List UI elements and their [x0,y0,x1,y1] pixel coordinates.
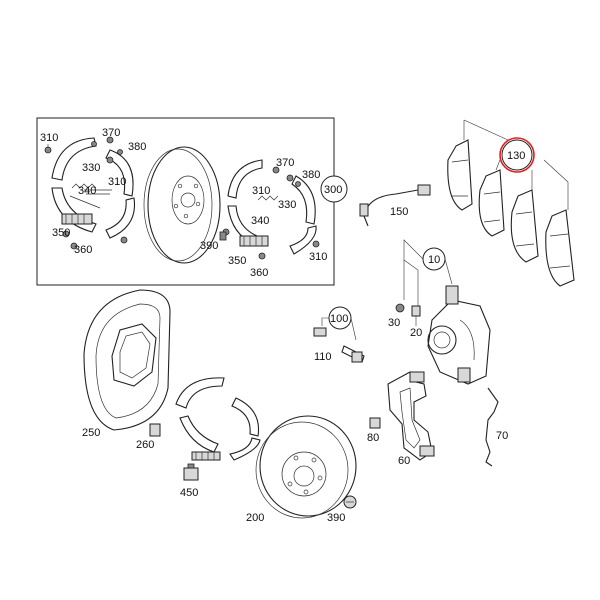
guide-pin-set: 100 110 [313,306,365,363]
label-20: 20 [410,327,422,339]
backing-plate: 250 [82,289,171,439]
label-70: 70 [496,430,508,442]
caliper-carrier: 60 [387,371,435,467]
label-350: 350 [52,227,70,239]
label-250: 250 [82,427,100,439]
label-310: 310 [252,185,270,197]
label-330: 330 [82,162,100,174]
label-360: 360 [250,267,268,279]
label-200: 200 [246,512,264,524]
label-370: 370 [102,127,120,139]
label-310: 310 [40,132,58,144]
label-80: 80 [367,432,379,444]
callout-circle-130 [501,139,533,171]
screw-390: 390 [327,495,357,524]
parking-brake-shoes [175,377,261,461]
callout-circle-300 [320,175,348,203]
label-150: 150 [390,206,408,218]
label-100: 100 [330,313,348,325]
brake-disc-kit [143,146,221,264]
wear-sensor: 150 [359,184,431,227]
label-380: 380 [128,141,146,153]
label-30: 30 [388,317,400,329]
brake-shoe-set-right [219,159,320,260]
label-130: 130 [507,150,525,162]
caliper-group: 10 30 20 [388,239,491,385]
highlight-ring-130 [499,137,535,173]
brake-shoe-set-left [44,136,136,250]
label-370: 370 [276,157,294,169]
bolt-260: 260 [136,423,161,451]
label-60: 60 [398,455,410,467]
adjuster-450: 450 [180,463,199,499]
brake-disc: 200 [246,415,357,524]
label-450: 450 [180,487,198,499]
bolt-80: 80 [367,417,381,444]
label-340: 340 [78,185,96,197]
label-380: 380 [302,169,320,181]
anti-rattle-spring: 70 [485,387,508,467]
brake-pad-set [447,119,575,287]
label-110: 110 [314,351,332,363]
label-330: 330 [278,199,296,211]
label-390: 390 [200,240,218,252]
label-310: 310 [309,251,327,263]
label-10: 10 [428,254,440,266]
label-390: 390 [327,512,345,524]
label-310: 310 [108,176,126,188]
label-300: 300 [324,184,342,196]
label-360: 360 [74,244,92,256]
kit-labels: 310 370 380 330 310 340 350 360 370 380 … [40,127,348,279]
label-260: 260 [136,439,154,451]
label-340: 340 [251,215,269,227]
label-350: 350 [228,255,246,267]
